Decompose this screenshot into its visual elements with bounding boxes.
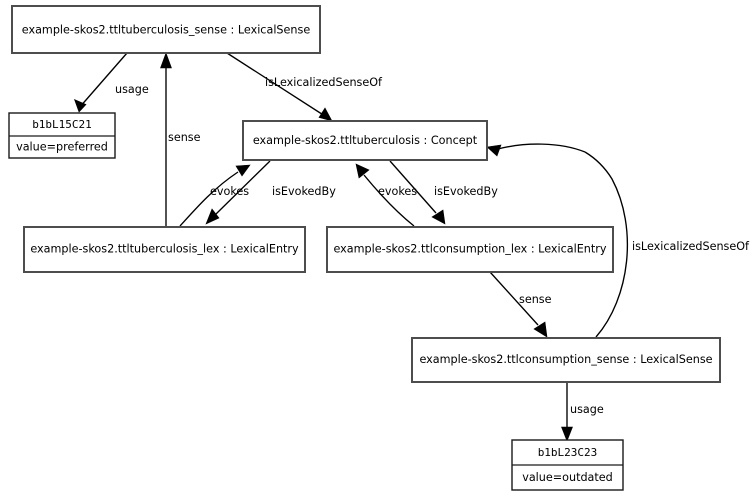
edge-label: sense (168, 131, 201, 144)
arrowhead-icon (73, 98, 87, 113)
node-b1bl15c21[interactable]: b1bL15C21 value=preferred (8, 112, 116, 159)
node-tuberculosis-lex[interactable]: example-skos2.ttltuberculosis_lex : Lexi… (23, 226, 306, 273)
arrowhead-icon (486, 144, 502, 157)
node-label: b1bL23C23 (538, 446, 598, 459)
node-b1bl23c23[interactable]: b1bL23C23 value=outdated (511, 439, 624, 491)
node-tuberculosis-sense[interactable]: example-skos2.ttltuberculosis_sense : Le… (11, 5, 321, 54)
edge-label: usage (570, 403, 604, 416)
arrowhead-icon (533, 321, 548, 338)
node-box[interactable] (23, 226, 306, 273)
node-consumption-sense[interactable]: example-skos2.ttlconsumption_sense : Lex… (411, 337, 721, 383)
arrowhead-icon (205, 208, 220, 225)
edge-sense-consumption: sense (489, 271, 552, 338)
arrowhead-icon (160, 52, 172, 69)
edge-path (214, 160, 271, 216)
edge-evokes-consumption: evokes (355, 163, 417, 227)
arrowhead-icon (235, 164, 251, 177)
edge-usage-tuberculosis: usage (73, 52, 149, 113)
edge-islexicalizedsenseof-consumption: isLexicalizedSenseOf (486, 143, 750, 338)
arrowhead-icon (355, 163, 370, 179)
edge-label: usage (115, 83, 149, 96)
node-box[interactable] (242, 120, 488, 161)
arrowhead-icon (561, 426, 573, 442)
edge-isevokedby-consumption: isEvokedBy (389, 160, 498, 225)
edge-path (78, 52, 128, 109)
edge-evokes-tuberculosis: evokes (179, 164, 251, 227)
edge-label: isLexicalizedSenseOf (265, 76, 383, 89)
edge-path (497, 143, 586, 153)
node-box[interactable] (11, 5, 321, 54)
edge-label: evokes (378, 185, 417, 198)
edge-path (389, 160, 437, 214)
edge-path (489, 271, 539, 326)
node-attribute: value=outdated (522, 471, 613, 484)
edge-path (363, 174, 415, 227)
node-tuberculosis-concept[interactable]: example-skos2.ttltuberculosis : Concept (242, 120, 488, 161)
edge-path (584, 151, 628, 338)
edge-label: isEvokedBy (272, 185, 336, 198)
arrowhead-icon (318, 107, 333, 122)
node-label: example-skos2.ttltuberculosis_lex : Lexi… (30, 243, 299, 256)
node-label: example-skos2.ttltuberculosis_sense : Le… (22, 24, 311, 37)
node-label: example-skos2.ttltuberculosis : Concept (253, 134, 478, 147)
arrowhead-icon (431, 209, 446, 225)
edge-label: isEvokedBy (434, 185, 498, 198)
node-label: b1bL15C21 (32, 118, 92, 131)
edge-isevokedby-tuberculosis: isEvokedBy (205, 160, 336, 225)
node-box[interactable] (411, 337, 721, 383)
node-box[interactable] (326, 226, 614, 273)
edge-path (226, 52, 329, 119)
edge-label: evokes (210, 185, 249, 198)
node-label: example-skos2.ttlconsumption_lex : Lexic… (334, 243, 607, 256)
node-consumption-lex[interactable]: example-skos2.ttlconsumption_lex : Lexic… (326, 226, 614, 273)
edge-usage-consumption: usage (561, 382, 604, 442)
edge-islexicalizedsenseof-tuberculosis: isLexicalizedSenseOf (226, 52, 383, 122)
edge-label: sense (519, 293, 552, 306)
node-attribute: value=preferred (16, 141, 108, 154)
edge-path (179, 171, 239, 227)
edge-sense-tuberculosis: sense (160, 52, 201, 227)
edge-label: isLexicalizedSenseOf (632, 240, 750, 253)
node-label: example-skos2.ttlconsumption_sense : Lex… (419, 353, 712, 366)
